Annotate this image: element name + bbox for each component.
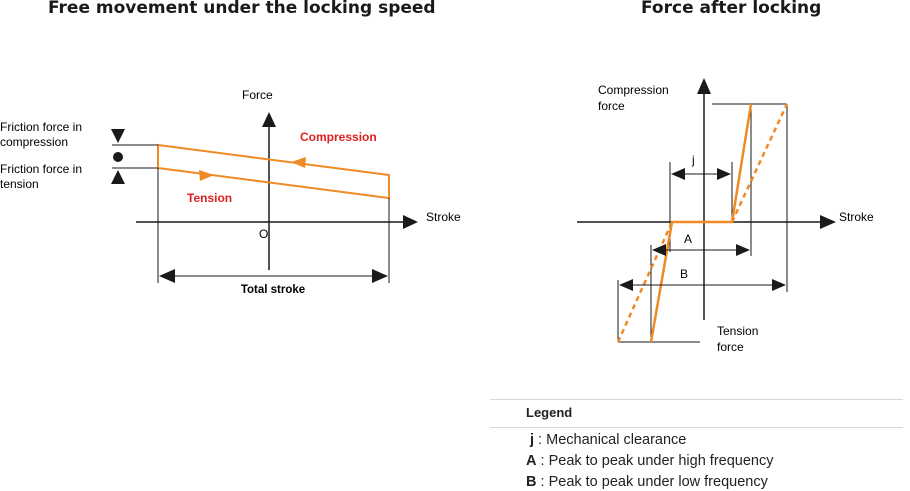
left-force-label: Force (242, 88, 273, 102)
legend-text: Mechanical clearance (546, 432, 687, 448)
legend-text: Peak to peak under low frequency (548, 474, 768, 490)
legend-item-j: j : Mechanical clearance (530, 432, 686, 448)
compression-force-label: Compression force (598, 83, 672, 113)
legend-sep: : (534, 432, 547, 448)
high-frequency-curve (649, 103, 753, 343)
legend-key: j (530, 432, 535, 448)
right-stroke-axis-arrowhead (820, 215, 836, 229)
left-force-axis-arrowhead (262, 112, 276, 127)
legend-text: Peak to peak under high frequency (548, 453, 774, 469)
tension-label: Tension (187, 191, 232, 205)
friction-dim-dot (113, 152, 123, 162)
compression-label: Compression (300, 130, 377, 144)
a-arrow-left (652, 244, 666, 256)
total-stroke-label: Total stroke (241, 284, 305, 296)
j-label: j (691, 153, 695, 167)
friction-compression-dim-arrow (111, 129, 125, 143)
j-arrow-right (717, 168, 731, 180)
legend-top-divider (490, 399, 903, 400)
right-force-axis-arrowhead (697, 78, 711, 94)
b-label: B (680, 267, 688, 281)
tension-force-label: Tension force (717, 324, 762, 354)
right-diagram: Compression force Stroke Tension force j… (577, 78, 874, 354)
left-stroke-label: Stroke (426, 210, 461, 224)
left-diagram-title: Free movement under the locking speed (48, 0, 436, 18)
low-frequency-curve-lower (616, 221, 674, 343)
b-arrow-right (772, 279, 786, 291)
b-arrow-left (619, 279, 633, 291)
a-label: A (684, 232, 692, 246)
right-stroke-label: Stroke (839, 210, 874, 224)
tension-direction-arrow (199, 170, 214, 181)
legend-item-b: B : Peak to peak under low frequency (526, 474, 768, 490)
origin-label: O (259, 227, 268, 241)
diagram-canvas: Force Stroke O Compression Tension Frict… (0, 78, 874, 354)
legend-item-a: A : Peak to peak under high frequency (526, 453, 773, 469)
total-stroke-arrow-right (372, 269, 388, 283)
legend-sep: : (536, 474, 549, 490)
right-diagram-title: Force after locking (641, 0, 822, 18)
j-arrow-left (671, 168, 685, 180)
legend-key: A (526, 453, 537, 469)
a-arrow-right (736, 244, 750, 256)
legend-title: Legend (526, 405, 573, 420)
legend-title-divider (490, 427, 903, 428)
compression-direction-arrow (291, 157, 306, 168)
friction-compression-label: Friction force in compression (0, 120, 85, 149)
legend-key: B (526, 474, 537, 490)
left-stroke-axis-arrowhead (403, 215, 418, 229)
legend-sep: : (536, 453, 549, 469)
friction-tension-dim-arrow (111, 170, 125, 184)
left-diagram: Force Stroke O Compression Tension Frict… (0, 88, 461, 296)
friction-tension-label: Friction force in tension (0, 162, 85, 191)
low-frequency-curve-upper (730, 103, 789, 223)
total-stroke-arrow-left (159, 269, 175, 283)
